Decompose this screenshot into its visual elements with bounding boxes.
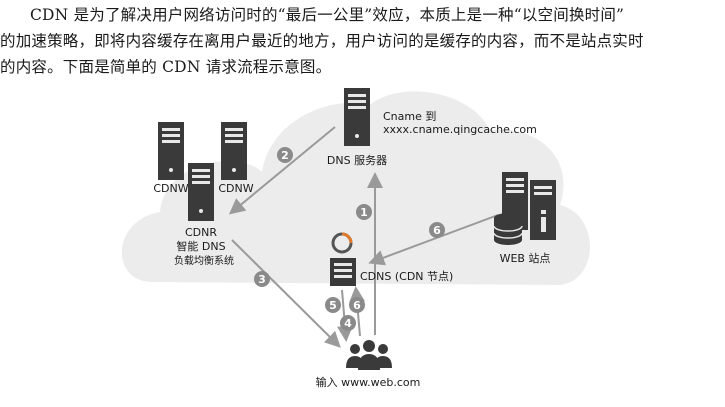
svg-text:4: 4 xyxy=(344,317,352,330)
svg-text:5: 5 xyxy=(329,299,337,312)
paragraph-line-3: 的内容。下面是简单的 CDN 请求流程示意图。 xyxy=(0,58,332,76)
step-badge-6: 6 xyxy=(429,222,445,238)
arrow-step-5 xyxy=(337,289,353,342)
cloud-background xyxy=(121,91,590,286)
sync-icon xyxy=(331,232,353,254)
server-icon xyxy=(188,163,214,221)
cdns-node: CDNS (CDN 节点) xyxy=(330,232,453,286)
web-site-label: WEB 站点 xyxy=(500,251,551,265)
cdnr-node: CDNR 智能 DNS 负载均衡系统 xyxy=(174,163,234,267)
step-badge-2: 2 xyxy=(277,147,293,163)
arrow-step-2 xyxy=(228,126,336,215)
step-badge-4: 4 xyxy=(340,315,356,331)
svg-text:1: 1 xyxy=(360,206,368,219)
info-icon xyxy=(530,180,556,240)
paragraph-line-1: CDN 是为了解决用户网络访问时的“最后一公里”效应，本质上是一种“以空间换时间… xyxy=(30,6,625,24)
cname-note-line2: xxxx.cname.qingcache.com xyxy=(383,123,537,136)
arrow-step-6b xyxy=(349,286,366,337)
cdnw-right-label: CDNW xyxy=(218,182,253,195)
cdnr-label-2: 智能 DNS xyxy=(176,239,225,253)
step-badge-3: 3 xyxy=(254,271,270,287)
server-icon xyxy=(221,122,247,180)
step-badge-6b: 6 xyxy=(349,297,365,313)
arrow-step-3 xyxy=(231,239,341,348)
cdnr-label-3: 负载均衡系统 xyxy=(174,254,234,267)
step-badges: 1 2 3 4 5 6 6 xyxy=(254,147,445,331)
users-icon xyxy=(346,340,392,370)
arrow-step-6 xyxy=(368,214,499,266)
svg-text:6: 6 xyxy=(353,299,361,312)
intro-paragraph: CDN 是为了解决用户网络访问时的“最后一公里”效应，本质上是一种“以空间换时间… xyxy=(0,2,725,80)
server-icon xyxy=(158,122,184,180)
cdnw-left-label: CDNW xyxy=(153,182,188,195)
dns-server-node: DNS 服务器 Cname 到 xxxx.cname.qingcache.com xyxy=(327,88,537,167)
cdns-label: CDNS (CDN 节点) xyxy=(360,270,453,283)
cname-note-line1: Cname 到 xyxy=(383,110,436,123)
user-label: 输入 www.web.com xyxy=(316,375,421,389)
server-icon xyxy=(344,88,370,146)
step-badge-1: 1 xyxy=(356,204,372,220)
database-icon xyxy=(493,213,523,245)
svg-text:3: 3 xyxy=(258,273,266,286)
cdnw-right-node: CDNW xyxy=(218,122,254,195)
cdnw-left-node: CDNW xyxy=(153,122,189,195)
paragraph-line-2: 的加速策略，即将内容缓存在离用户最近的地方，用户访问的是缓存的内容，而不是站点实… xyxy=(0,32,644,50)
svg-text:6: 6 xyxy=(433,224,441,237)
cdnr-label-1: CDNR xyxy=(185,226,217,239)
dns-server-label: DNS 服务器 xyxy=(327,154,387,167)
svg-text:2: 2 xyxy=(281,149,289,162)
web-site-node: WEB 站点 xyxy=(493,172,556,265)
server-icon xyxy=(330,258,356,286)
step-badge-5: 5 xyxy=(325,297,341,313)
